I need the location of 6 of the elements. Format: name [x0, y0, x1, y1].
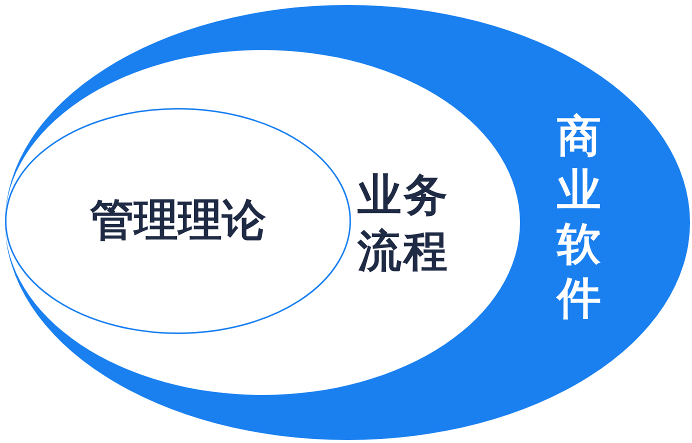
outer-ellipse: [5, 5, 690, 440]
inner-ellipse: [5, 108, 351, 334]
ellipse-label: 管理理论: [88, 194, 267, 248]
ellipse-label: 业务流程: [356, 169, 450, 279]
ellipse-label: 商业软件: [555, 110, 602, 326]
middle-ellipse: [5, 50, 520, 395]
